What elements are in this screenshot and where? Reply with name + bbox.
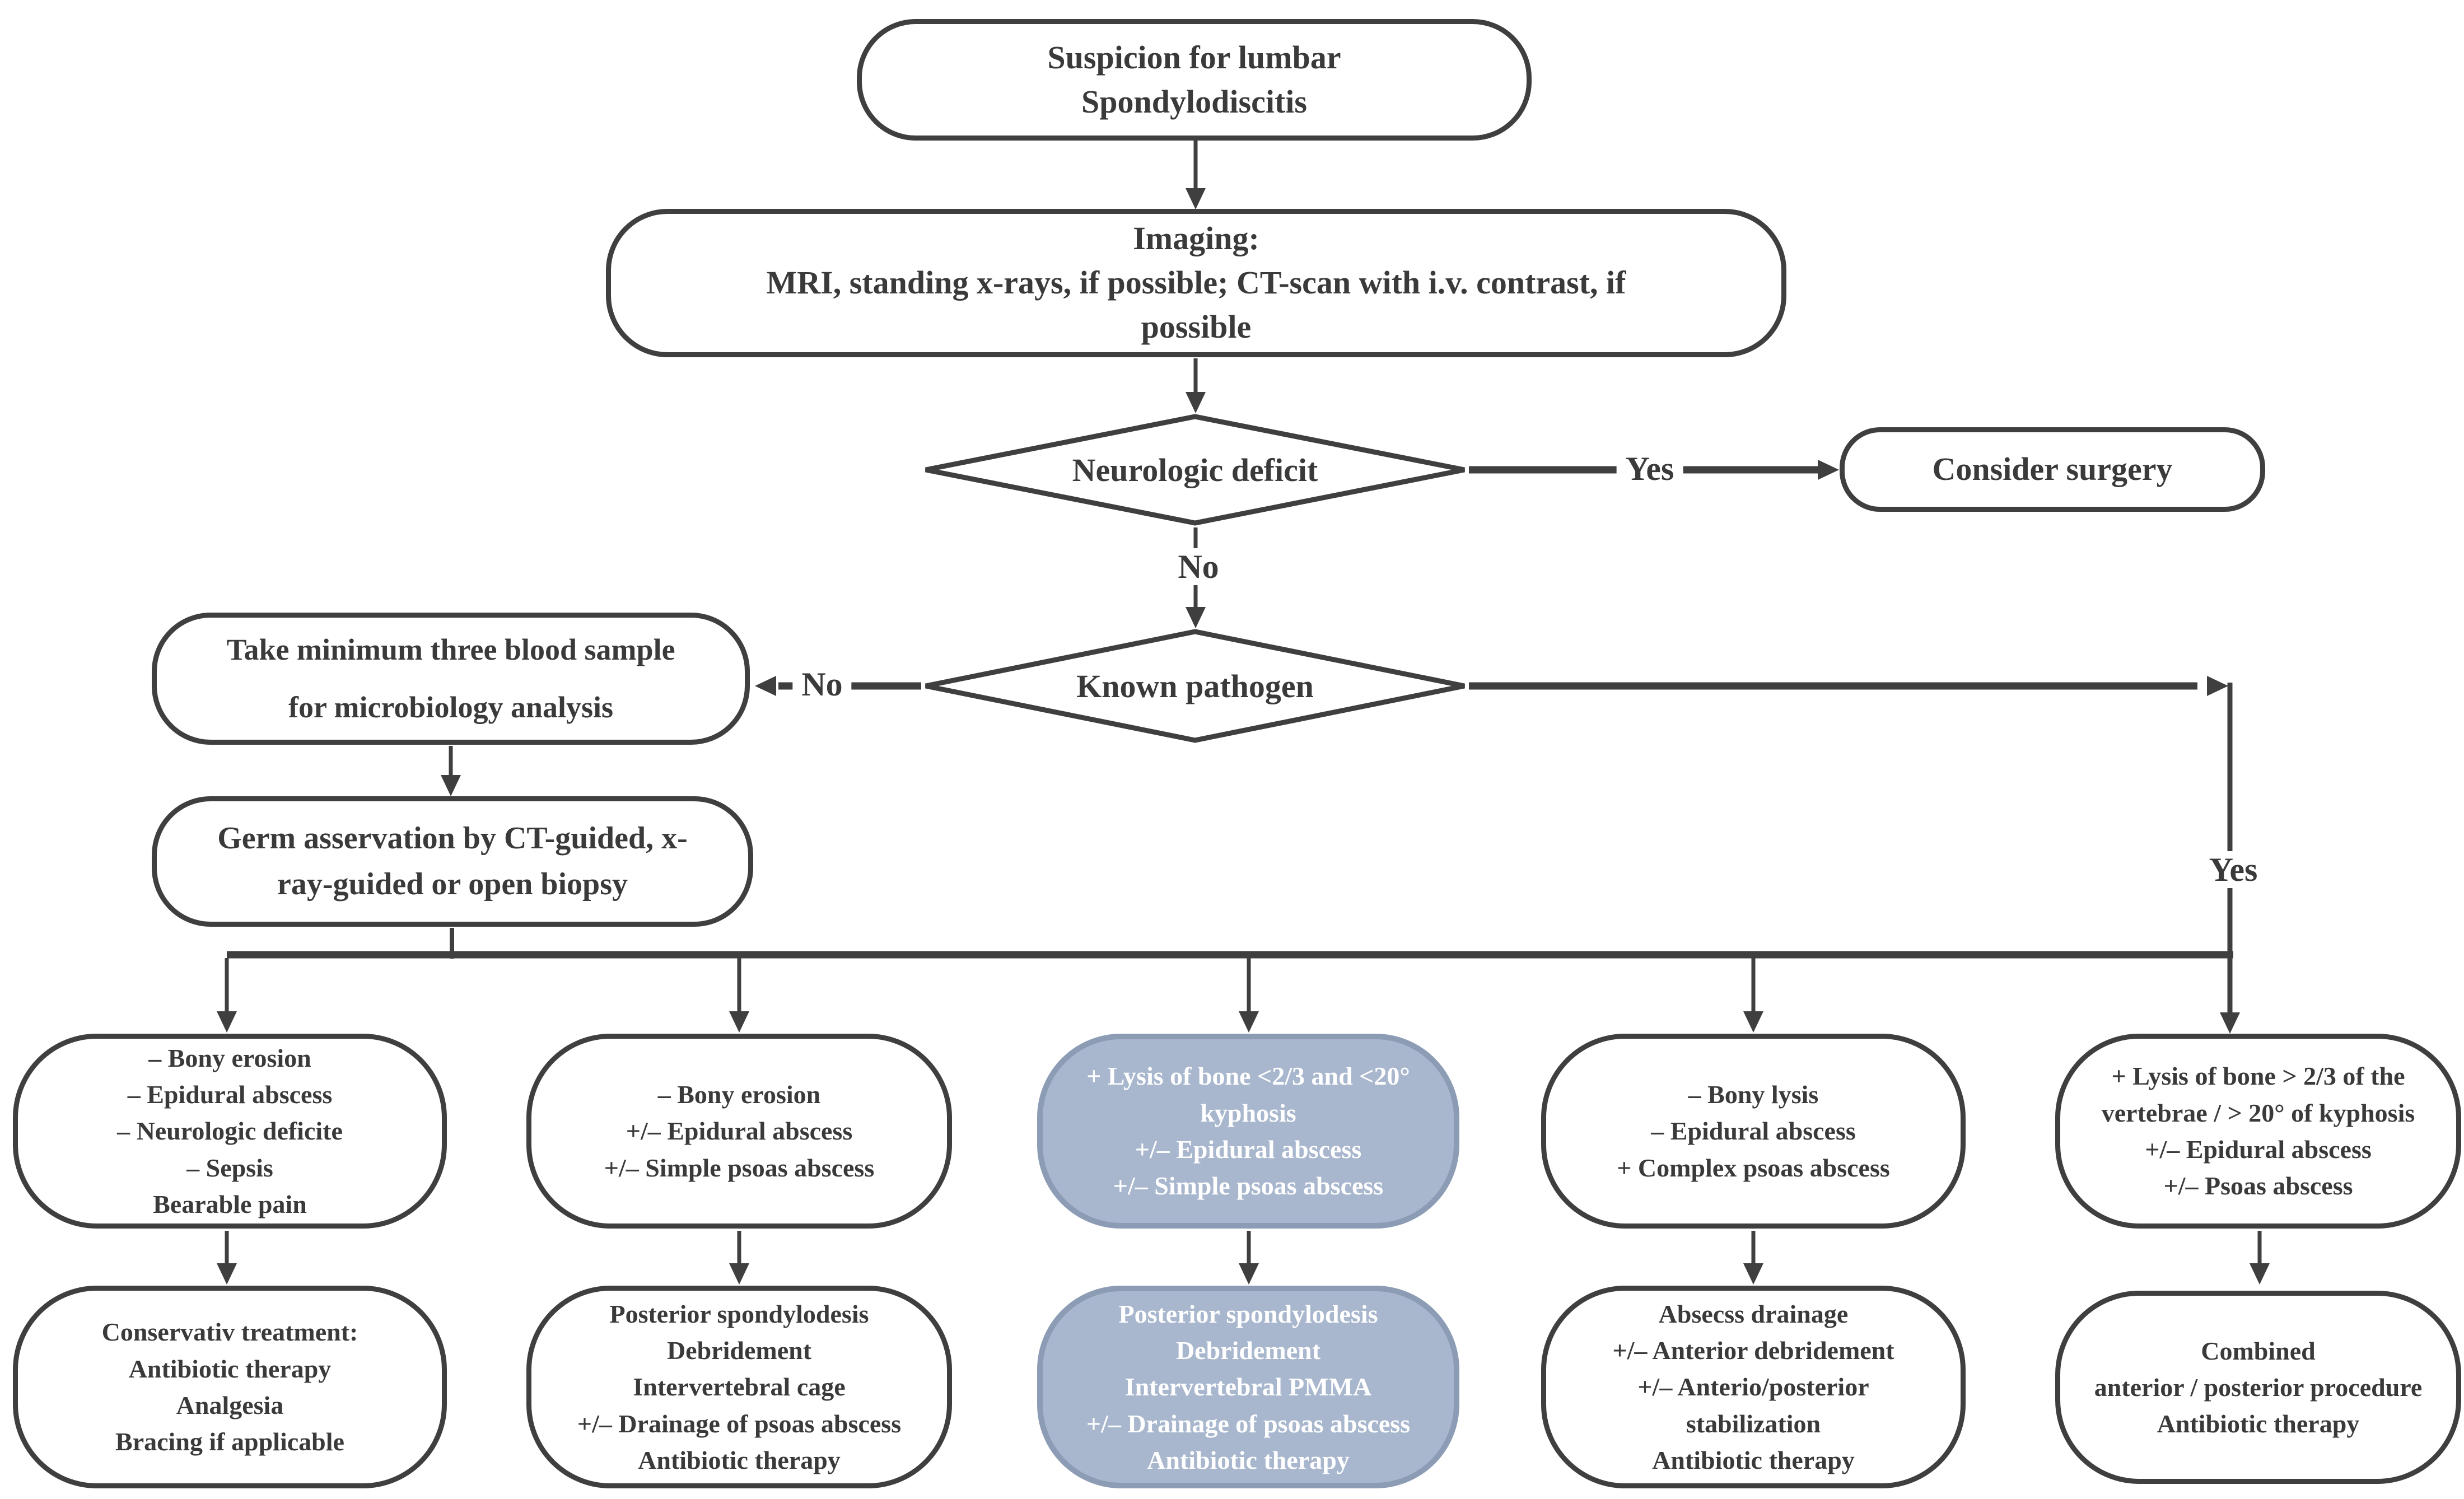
arrow-condition3-treatment3 xyxy=(1239,1231,1259,1285)
node-neurologic-deficit: Neurologic deficit xyxy=(922,413,1468,526)
node-condition-4: – Bony lysis – Epidural abscess + Comple… xyxy=(1541,1034,1966,1229)
neurologic-deficit-label: Neurologic deficit xyxy=(1072,451,1318,488)
node-condition-1: – Bony erosion – Epidural abscess – Neur… xyxy=(13,1034,447,1229)
node-treatment-5: Combined anterior / posterior procedure … xyxy=(2055,1291,2461,1484)
label-yes-surgery: Yes xyxy=(1616,450,1683,487)
node-germ-asservation: Germ asservation by CT-guided, x- ray-gu… xyxy=(152,796,753,927)
node-treatment-2: Posterior spondylodesis Debridement Inte… xyxy=(526,1286,952,1488)
node-treatment-3-highlighted: Posterior spondylodesis Debridement Inte… xyxy=(1037,1286,1459,1488)
label-yes-pathogen: Yes xyxy=(2200,851,2267,888)
node-condition-3-highlighted: + Lysis of bone <2/3 and <20° kyphosis +… xyxy=(1037,1034,1459,1229)
label-no-deficit: No xyxy=(1169,548,1228,585)
node-treatment-4: Absecss drainage +/– Anterior debridemen… xyxy=(1541,1286,1966,1488)
node-condition-5: + Lysis of bone > 2/3 of the vertebrae /… xyxy=(2055,1034,2461,1229)
arrow-pathogen-yes-rail xyxy=(1469,676,2240,1034)
arrow-condition1-treatment1 xyxy=(217,1231,237,1285)
arrow-blood-germ xyxy=(441,746,461,796)
arrow-suspicion-imaging xyxy=(1186,137,1206,209)
arrow-condition5-treatment5 xyxy=(2250,1231,2270,1285)
arrow-imaging-deficit xyxy=(1186,358,1206,413)
diamond-shape xyxy=(925,629,1465,743)
node-suspicion: Suspicion for lumbar Spondylodiscitis xyxy=(857,19,1532,141)
node-treatment-1: Conservativ treatment: Antibiotic therap… xyxy=(13,1286,447,1488)
node-consider-surgery: Consider surgery xyxy=(1840,427,2265,512)
node-imaging: Imaging: MRI, standing x-rays, if possib… xyxy=(606,209,1786,357)
node-condition-2: – Bony erosion +/– Epidural abscess +/– … xyxy=(526,1034,952,1229)
diamond-shape xyxy=(925,414,1465,526)
arrow-condition2-treatment2 xyxy=(729,1231,749,1285)
arrow-condition4-treatment4 xyxy=(1743,1231,1763,1285)
arrow-rail-condition1 xyxy=(217,958,237,1033)
node-blood-samples: Take minimum three blood sample for micr… xyxy=(152,613,750,745)
arrow-rail-condition2 xyxy=(729,958,749,1033)
arrow-rail-condition3 xyxy=(1239,958,1259,1033)
node-known-pathogen: Known pathogen xyxy=(922,628,1468,744)
arrow-rail-condition4 xyxy=(1743,958,1763,1033)
label-no-pathogen: No xyxy=(792,666,852,703)
distribution-rail xyxy=(227,928,2233,959)
known-pathogen-label: Known pathogen xyxy=(1076,667,1314,704)
